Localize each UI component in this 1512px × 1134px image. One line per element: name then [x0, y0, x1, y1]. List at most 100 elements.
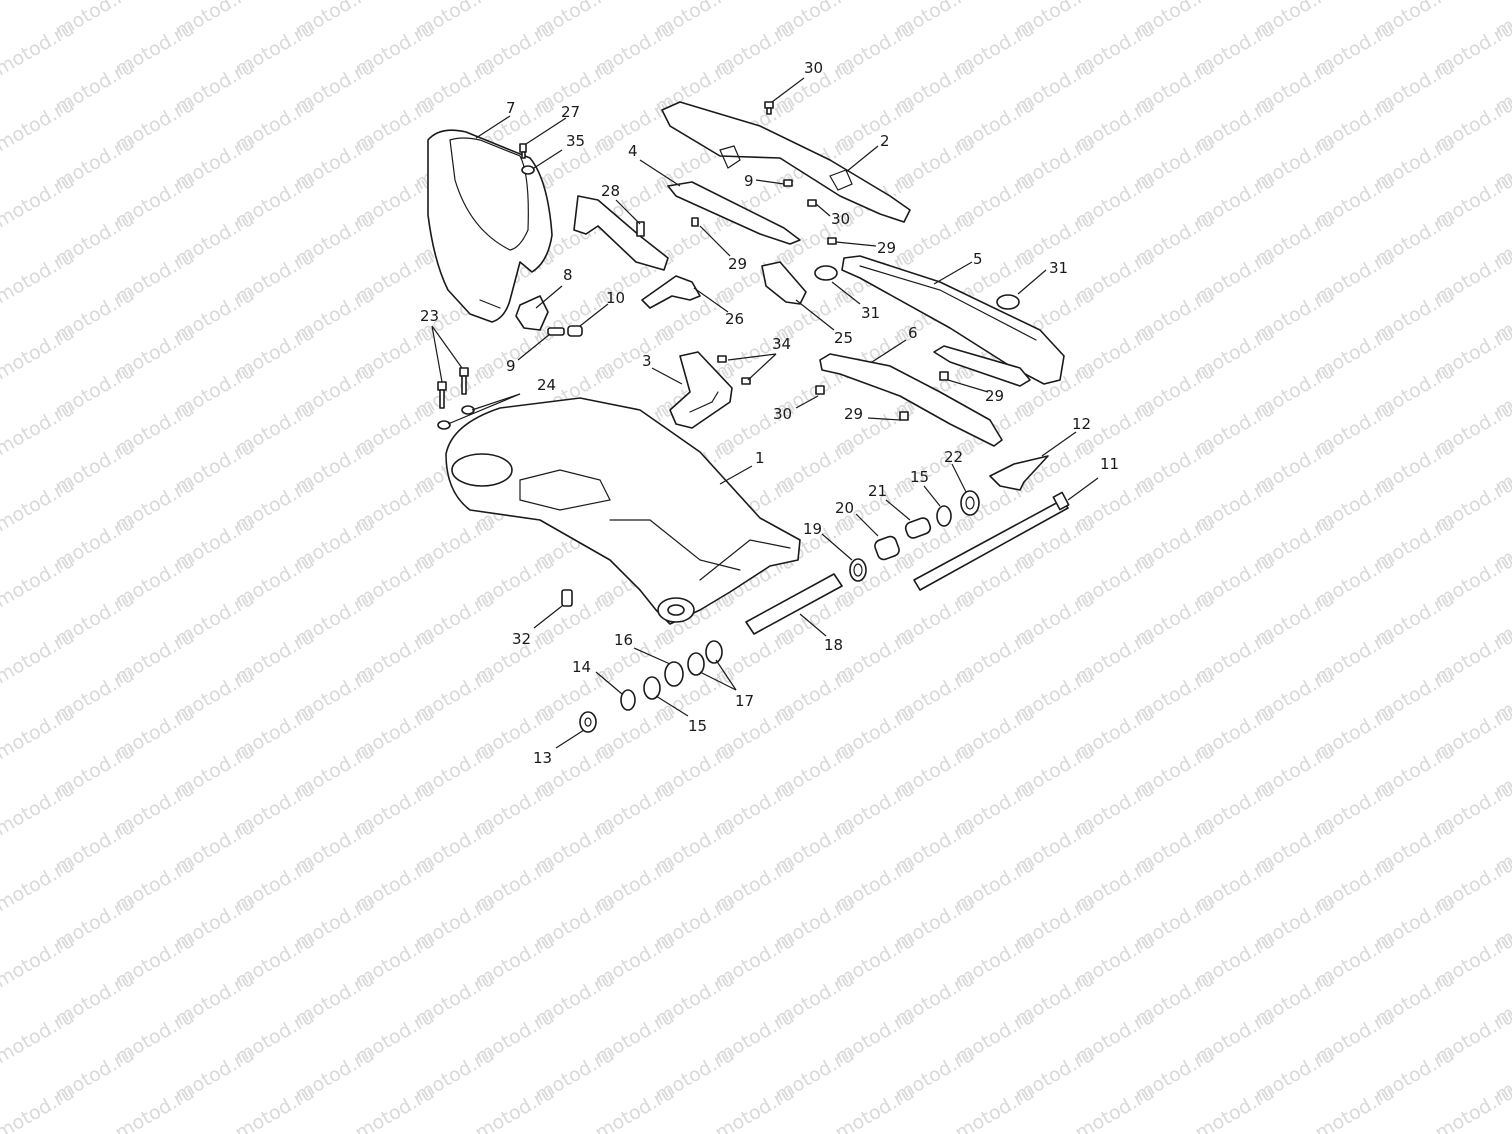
watermark-text: motod.ru	[1312, 1082, 1398, 1134]
part-bolt-23-a	[437, 381, 447, 409]
watermark-text: motod.ru	[0, 1082, 78, 1134]
callout-17: 17	[735, 692, 754, 710]
watermark-text: motod.ru	[832, 1082, 918, 1134]
part-clip-25	[761, 261, 807, 305]
part-bolt-30-top	[764, 101, 774, 115]
part-plug-31-left	[814, 265, 838, 281]
callout-25: 25	[834, 329, 853, 347]
part-bolt-29-top	[827, 237, 837, 245]
watermark-text: motod.ru	[1072, 1082, 1158, 1134]
part-bolt-34-b	[741, 377, 751, 385]
watermark-text: motod.ru	[0, 170, 78, 233]
part-bolt-30-mid	[807, 199, 817, 207]
callout-11: 11	[1100, 455, 1119, 473]
watermark-text: motod.ru	[0, 626, 78, 689]
part-spacer-21	[904, 517, 932, 539]
callout-29-left: 29	[728, 255, 747, 273]
watermark-text: motod.ru	[0, 0, 78, 4]
callout-31-left: 31	[861, 304, 880, 322]
callout-27: 27	[561, 103, 580, 121]
part-bolt-34-a	[717, 355, 727, 363]
watermark-text: motod.ru	[0, 322, 78, 385]
part-nut-13	[579, 711, 597, 733]
callout-5: 5	[973, 250, 983, 268]
part-seal-19	[849, 558, 867, 582]
callout-30-top: 30	[804, 59, 823, 77]
part-axle-11	[913, 491, 1070, 591]
part-bolt-29-low	[899, 411, 909, 421]
watermark-text: motod.ru	[1432, 1082, 1512, 1134]
part-seal-15-lower	[643, 676, 661, 700]
watermark-text: motod.ru	[0, 398, 78, 461]
callout-29-upper: 29	[877, 239, 896, 257]
callout-26: 26	[725, 310, 744, 328]
callout-16: 16	[614, 631, 633, 649]
part-chain-guard-2	[661, 101, 911, 223]
watermark-text: motod.ru	[952, 1082, 1038, 1134]
watermark-text: motod.ru	[232, 1082, 318, 1134]
callout-23: 23	[420, 307, 439, 325]
callout-15-upper: 15	[910, 468, 929, 486]
part-plug-31-right	[996, 294, 1020, 310]
part-bolt-30-low	[815, 385, 825, 395]
part-bracket-28	[573, 195, 669, 271]
part-washer-22	[960, 490, 980, 516]
watermark-text: motod.ru	[0, 702, 78, 765]
watermark-text: motod.ru	[0, 1006, 78, 1069]
part-bracket-26	[641, 275, 701, 309]
callout-24: 24	[537, 376, 556, 394]
watermark-text: motod.ru	[0, 94, 78, 157]
callout-4: 4	[628, 142, 638, 160]
part-bearing-20	[874, 535, 900, 561]
callout-29-lower: 29	[844, 405, 863, 423]
part-bolt-9-left	[547, 327, 565, 336]
callout-12: 12	[1072, 415, 1091, 433]
part-seal-15-upper	[936, 505, 952, 527]
part-chain-slider-5	[841, 255, 1065, 385]
watermark-text: motod.ru	[0, 474, 78, 537]
callout-1: 1	[755, 449, 765, 467]
part-spacer-10	[567, 325, 583, 337]
callout-30-low: 30	[773, 405, 792, 423]
callout-labels: 1 2 3 4 5 6 7 8 9 9 10 11 12 13 14 15 15…	[420, 59, 1119, 767]
part-bolt-29-mid	[939, 371, 949, 381]
watermark-text: motod.ru	[0, 778, 78, 841]
part-bolt-27	[519, 143, 527, 159]
watermark-text: motod.ru	[0, 18, 78, 81]
part-strap-4	[667, 181, 801, 245]
callout-31-right: 31	[1049, 259, 1068, 277]
leader-lines	[431, 77, 1099, 749]
part-mudguard	[427, 129, 553, 323]
watermark-text: motod.ru	[0, 550, 78, 613]
part-bolt-23-b	[459, 367, 469, 395]
callout-30-mid: 30	[831, 210, 850, 228]
callout-21: 21	[868, 482, 887, 500]
watermark-text: motod.ru	[112, 1082, 198, 1134]
callout-15-lower: 15	[688, 717, 707, 735]
watermark-text: motod.ru	[352, 1082, 438, 1134]
watermark-text: motod.ru	[592, 1082, 678, 1134]
part-swingarm-1	[445, 397, 801, 625]
callout-34: 34	[772, 335, 791, 353]
part-washer-24-b	[461, 405, 475, 415]
part-washer-17-a	[687, 652, 705, 676]
callout-3: 3	[642, 352, 652, 370]
watermark-text: motod.ru	[0, 930, 78, 993]
callout-18: 18	[824, 636, 843, 654]
part-circlip-16	[664, 661, 684, 687]
part-chain-guard-6	[819, 345, 1031, 447]
callout-7: 7	[506, 99, 516, 117]
callout-14: 14	[572, 658, 591, 676]
callout-22: 22	[944, 448, 963, 466]
callout-35: 35	[566, 132, 585, 150]
watermark-text: motod.ru	[712, 1082, 798, 1134]
callout-6: 6	[908, 324, 918, 342]
callout-32: 32	[512, 630, 531, 648]
callout-2: 2	[880, 132, 890, 150]
part-washer-35	[521, 165, 535, 175]
part-bracket-12	[989, 455, 1049, 491]
part-washer-17-b	[705, 640, 723, 664]
watermark-text: motod.ru	[1192, 1082, 1278, 1134]
part-grease-nipple-32	[561, 589, 573, 607]
